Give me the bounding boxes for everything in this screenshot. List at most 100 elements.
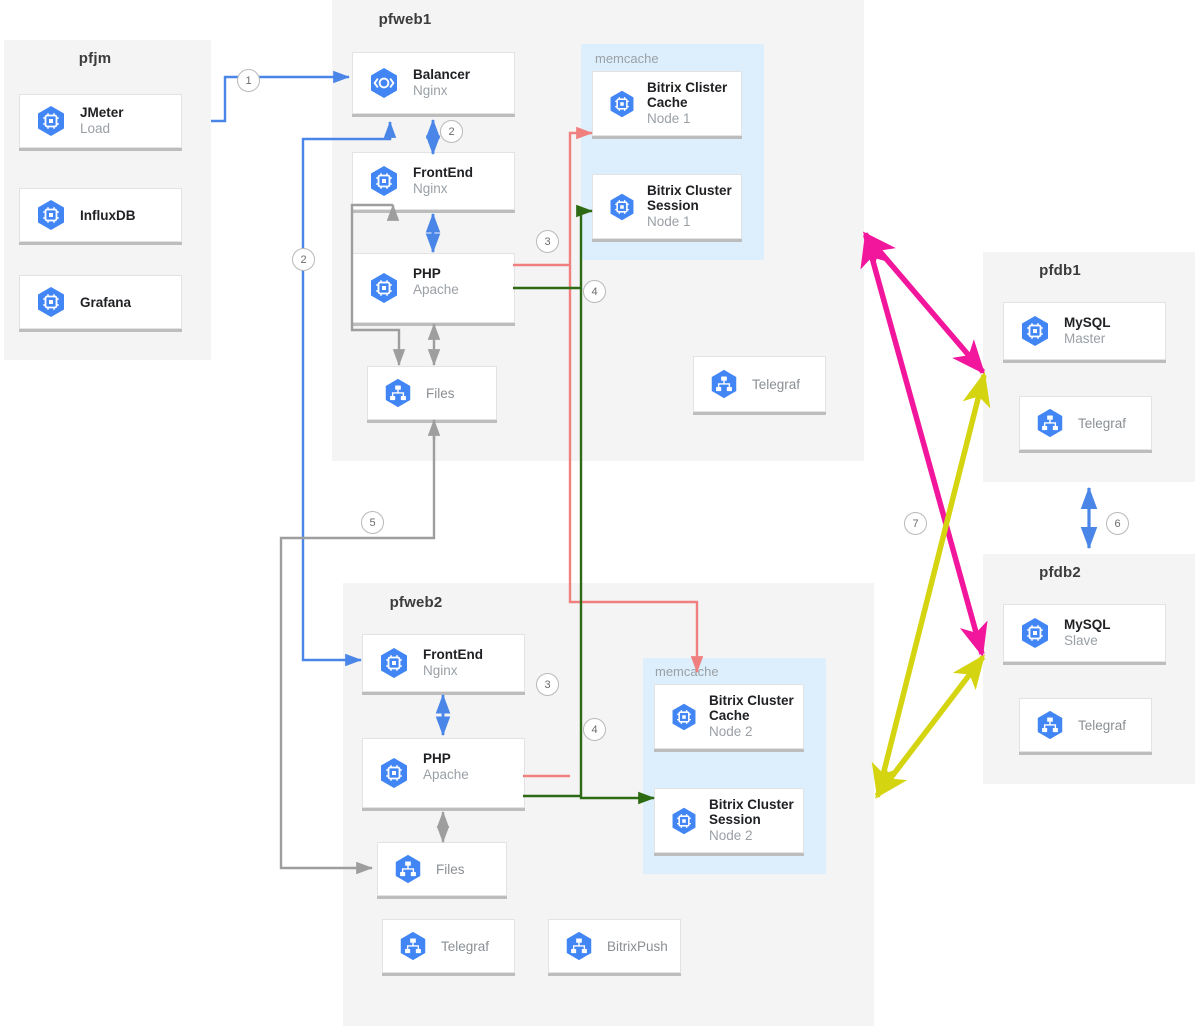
node-title: Bitrix Cluster Session [647,183,732,213]
flow-badge-6: 6 [1106,512,1129,535]
node-subtitle: Apache [413,282,459,297]
node-title: Files [426,385,455,401]
wire-7-web-to-db-yellow [871,371,991,799]
flow-badge-7: 7 [904,512,927,535]
load-balancer-hex-icon [367,66,401,100]
tree-hex-icon [1034,709,1066,741]
wire-2-balancer-to-frontend2 [301,121,397,667]
node-title: Telegraf [1078,415,1127,431]
node-card-frontend1[interactable]: FrontEnd Nginx [352,152,515,210]
node-card-mysql-master[interactable]: MySQL Master [1003,302,1166,360]
node-title: Bitrix Clister Cache [647,80,728,110]
node-card-php2[interactable]: PHP Apache [362,738,525,808]
node-title: Telegraf [752,376,801,392]
node-subtitle: Load [80,121,111,136]
node-card-bitrix-cache-node1[interactable]: Bitrix Clister Cache Node 1 [592,71,751,145]
node-title: PHP [423,751,451,766]
group-title-pfdb1: pfdb1 [1039,262,1081,279]
node-card-bitrixpush[interactable]: BitrixPush [548,919,681,973]
tree-hex-icon [392,853,424,885]
node-card-bitrix-session-node1[interactable]: Bitrix Cluster Session Node 1 [592,174,751,248]
cpu-hex-icon [377,756,411,790]
node-title: PHP [413,266,441,281]
node-card-balancer[interactable]: Balancer Nginx [352,52,515,114]
node-card-frontend2[interactable]: FrontEnd Nginx [362,634,525,692]
flow-badge-2a: 2 [440,120,463,143]
cpu-hex-icon [367,164,401,198]
node-title: FrontEnd [423,647,483,662]
node-title: MySQL [1064,617,1111,632]
node-card-telegraf-db2[interactable]: Telegraf [1019,698,1152,752]
node-title: Telegraf [441,938,490,954]
tree-hex-icon [382,377,414,409]
node-card-telegraf2[interactable]: Telegraf [382,919,515,973]
cpu-hex-icon [1018,616,1052,650]
group-title-pfdb2: pfdb2 [1039,564,1081,581]
flow-badge-2b: 2 [292,248,315,271]
node-card-telegraf1[interactable]: Telegraf [693,356,826,412]
wire-4-php-to-session [513,204,655,805]
node-title: BitrixPush [607,938,668,954]
flow-badge-3a: 3 [536,230,559,253]
cpu-hex-icon [1018,314,1052,348]
node-subtitle: Nginx [413,83,448,98]
node-card-files1[interactable]: Files [367,366,497,420]
node-subtitle: Master [1064,331,1106,346]
node-subtitle: Slave [1064,633,1098,648]
node-card-php1[interactable]: PHP Apache [352,253,515,323]
node-card-bitrix-cache-node2[interactable]: Bitrix Cluster Cache Node 2 [654,684,813,758]
cpu-hex-icon [669,702,699,732]
cpu-hex-icon [34,285,68,319]
node-subtitle: Node 2 [709,828,753,843]
node-subtitle: Apache [423,767,469,782]
node-card-grafana[interactable]: Grafana [19,275,182,329]
node-title: Bitrix Cluster Cache [709,693,794,723]
node-title: FrontEnd [413,165,473,180]
wire-5-files1-files2 [279,419,441,875]
cpu-hex-icon [367,271,401,305]
flow-badge-4b: 4 [583,718,606,741]
cpu-hex-icon [607,89,637,119]
node-subtitle: Node 2 [709,724,753,739]
node-subtitle: Node 1 [647,111,691,126]
tree-hex-icon [397,930,429,962]
cpu-hex-icon [669,806,699,836]
node-card-influxdb[interactable]: InfluxDB [19,188,182,242]
node-title: Telegraf [1078,717,1127,733]
node-title: Bitrix Cluster Session [709,797,794,827]
cpu-hex-icon [377,646,411,680]
cpu-hex-icon [607,192,637,222]
tree-hex-icon [563,930,595,962]
node-title: Grafana [80,294,132,310]
node-title: JMeter [80,105,124,120]
node-title: Files [436,861,465,877]
memcache-label-web1: memcache [595,51,659,66]
group-title-pfweb2: pfweb2 [389,594,443,611]
node-title: MySQL [1064,315,1111,330]
flow-badge-4a: 4 [583,280,606,303]
node-card-mysql-slave[interactable]: MySQL Slave [1003,604,1166,662]
node-card-telegraf-db1[interactable]: Telegraf [1019,396,1152,450]
node-card-jmeter[interactable]: JMeter Load [19,94,182,148]
wire-1-jmeter-to-balancer [211,70,350,123]
group-title-pfjm: pfjm [78,50,112,67]
flow-badge-3b: 3 [536,673,559,696]
tree-hex-icon [1034,407,1066,439]
cpu-hex-icon [34,104,68,138]
node-title: InfluxDB [80,207,136,223]
cpu-hex-icon [34,198,68,232]
node-title: Balancer [413,67,471,82]
group-title-pfweb1: pfweb1 [378,11,432,28]
wire-3-php-to-cache [513,126,704,778]
node-card-files2[interactable]: Files [377,842,507,896]
wire-gray-php1-frontend1-files1 [350,203,441,366]
node-subtitle: Node 1 [647,214,691,229]
node-subtitle: Nginx [413,181,448,196]
tree-hex-icon [708,368,740,400]
flow-badge-5: 5 [361,511,384,534]
flow-badge-1: 1 [237,69,260,92]
node-card-bitrix-session-node2[interactable]: Bitrix Cluster Session Node 2 [654,788,813,862]
